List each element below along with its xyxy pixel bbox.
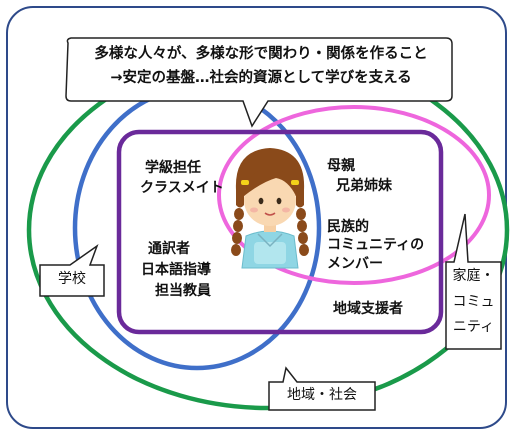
school-callout-shape	[39, 244, 105, 297]
mother-label: 母親	[327, 158, 355, 174]
speech-bubble-shape	[65, 37, 453, 128]
family-callout-line-1: 家庭・	[452, 268, 495, 284]
speech-bubble-line-1: 多様な人々が、多様な形で関わり・関係を作ること	[94, 46, 428, 62]
members-label: メンバー	[327, 256, 383, 272]
japanese-instruction-label: 日本語指導	[141, 262, 211, 278]
interpreter-label: 通訳者	[148, 241, 190, 257]
community-callout-shape	[268, 366, 376, 411]
staff-teacher-label: 担当教員	[155, 283, 211, 299]
community-callout-label: 地域・社会	[287, 387, 357, 403]
ethnic-label: 民族的	[327, 219, 369, 235]
child-network-frame	[116, 129, 444, 335]
community-of-label: コミュニティの	[327, 237, 425, 253]
siblings-label: 兄弟姉妹	[336, 178, 392, 194]
family-callout-line-2: コミュ	[452, 294, 495, 310]
community-supporter-label: 地域支援者	[333, 301, 403, 317]
family-callout-line-3: ニティ	[452, 319, 495, 335]
speech-bubble-line-2: →安定の基盤…社会的資源として学びを支える	[110, 70, 412, 86]
family-callout-shape	[445, 213, 502, 350]
classmates-label: クラスメイト	[140, 180, 224, 196]
school-callout-label: 学校	[58, 271, 86, 287]
family-ellipse	[217, 105, 491, 285]
child-illustration	[231, 148, 309, 269]
homeroom-teacher-label: 学級担任	[145, 160, 201, 176]
